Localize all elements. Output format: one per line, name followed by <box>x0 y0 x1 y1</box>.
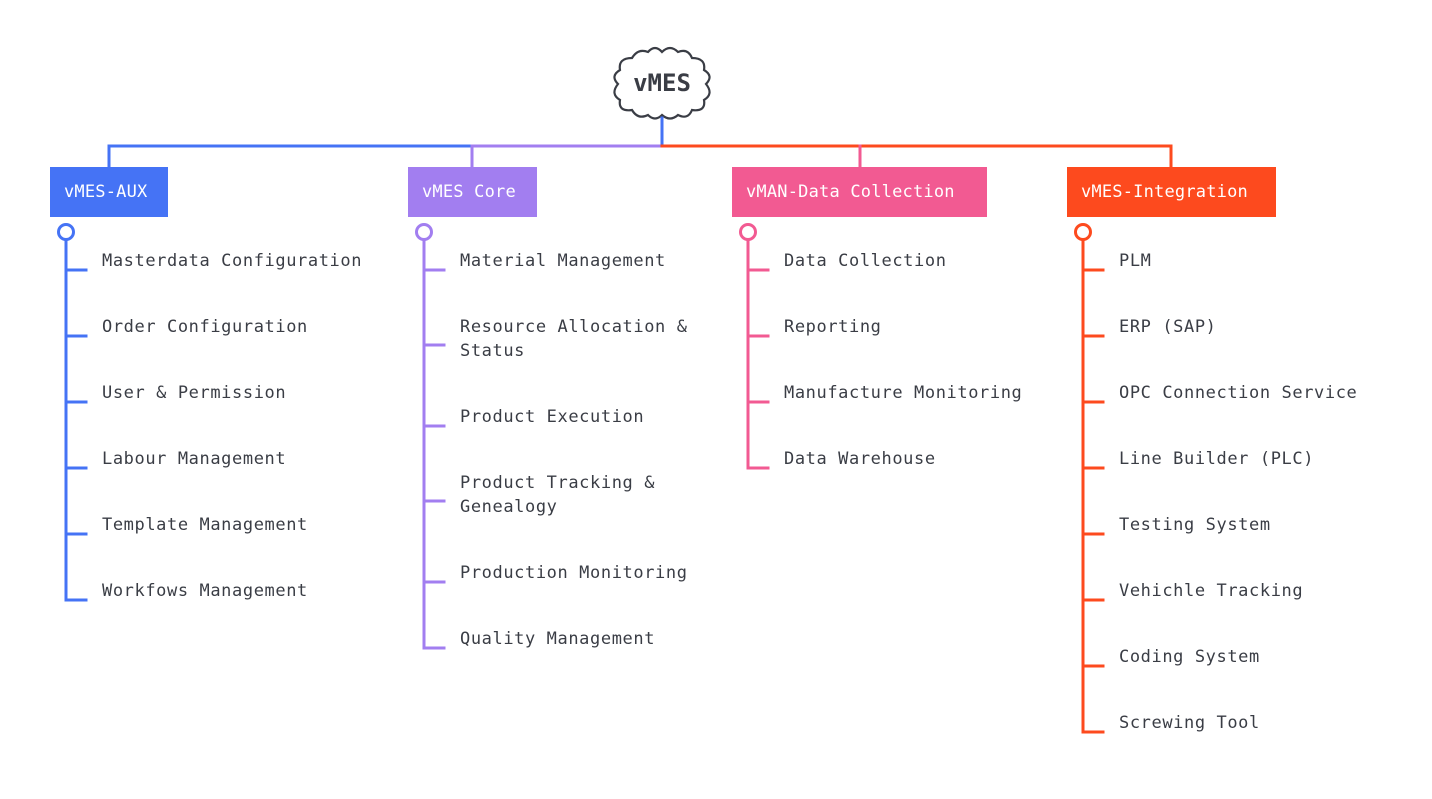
group-header: vMES-Integration <box>1067 167 1276 217</box>
group-start-circle <box>415 223 433 241</box>
list-item: Manufacture Monitoring <box>784 383 1023 403</box>
list-item: PLM <box>1119 251 1152 271</box>
list-item: Masterdata Configuration <box>102 251 363 271</box>
list-item: Resource Allocation & Status <box>460 315 688 363</box>
list-item-line: Status <box>460 341 526 361</box>
group-start-circle <box>1074 223 1092 241</box>
root-cloud-shape <box>613 46 711 120</box>
list-item: Vehichle Tracking <box>1119 581 1304 601</box>
list-item: Product Execution <box>460 407 645 427</box>
root-node-label: vMES <box>633 69 691 97</box>
group-header: vMES-AUX <box>50 167 168 217</box>
list-item: Labour Management <box>102 449 287 469</box>
group-start-circle <box>739 223 757 241</box>
group-header: vMES Core <box>408 167 537 217</box>
list-item: Coding System <box>1119 647 1260 667</box>
list-item: Quality Management <box>460 629 656 649</box>
list-item: Data Collection <box>784 251 947 271</box>
list-item: Screwing Tool <box>1119 713 1260 733</box>
list-item: Data Warehouse <box>784 449 936 469</box>
list-item-line: Genealogy <box>460 497 558 517</box>
list-item-line: Product Tracking & <box>460 473 656 493</box>
list-item: Workfows Management <box>102 581 308 601</box>
list-item: Product Tracking & Genealogy <box>460 471 655 519</box>
list-item-line: Resource Allocation & <box>460 317 688 337</box>
list-item: Testing System <box>1119 515 1271 535</box>
list-item: User & Permission <box>102 383 287 403</box>
list-item: Line Builder (PLC) <box>1119 449 1315 469</box>
list-item: ERP (SAP) <box>1119 317 1217 337</box>
list-item: OPC Connection Service <box>1119 383 1358 403</box>
list-item: Material Management <box>460 251 666 271</box>
list-item: Order Configuration <box>102 317 308 337</box>
group-header: vMAN-Data Collection <box>732 167 987 217</box>
list-item: Template Management <box>102 515 308 535</box>
group-start-circle <box>57 223 75 241</box>
list-item: Production Monitoring <box>460 563 688 583</box>
list-item: Reporting <box>784 317 882 337</box>
